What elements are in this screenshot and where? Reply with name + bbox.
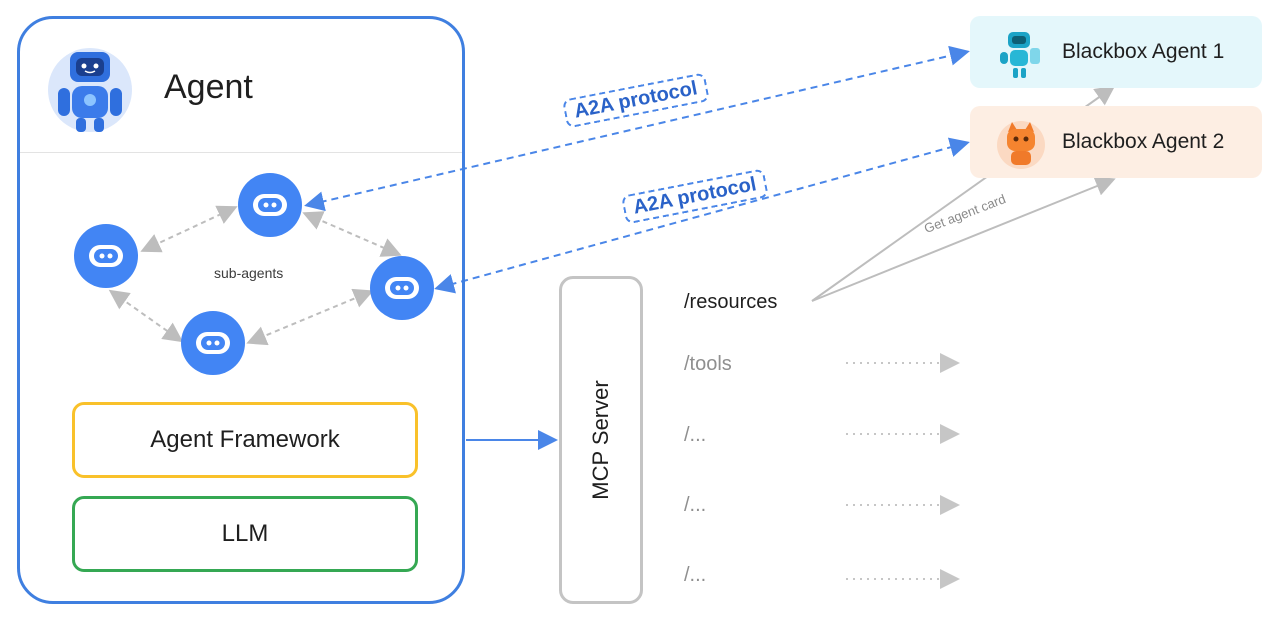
mcp-server-label: MCP Server	[588, 380, 613, 500]
blackbox-agent-2-label: Blackbox Agent 2	[1062, 130, 1225, 153]
route-tools: /tools	[684, 353, 732, 375]
route-other: /...	[684, 564, 707, 586]
subagent-left-robot-icon	[74, 224, 138, 288]
a2a-arrows	[304, 45, 970, 294]
blackbox-agent-1-label: Blackbox Agent 1	[1062, 40, 1225, 63]
subagent-icons	[74, 173, 434, 375]
agent-container	[17, 16, 465, 604]
route-arrows	[846, 353, 960, 589]
subagent-links	[108, 205, 402, 346]
route-other: /...	[684, 424, 707, 446]
llm-label: LLM	[221, 520, 269, 547]
blackbox-agent-1: Blackbox Agent 1	[970, 16, 1262, 88]
robot-icon	[48, 48, 132, 132]
route-resources: /resources	[684, 291, 778, 313]
blackbox-agent-2: Blackbox Agent 2	[970, 106, 1262, 178]
robot-icon	[994, 26, 1048, 80]
agent-framework-box: Agent Framework	[72, 402, 418, 478]
subagents-label: sub-agents	[214, 265, 284, 281]
subagent-top-robot-icon	[238, 173, 302, 237]
subagent-right-robot-icon	[370, 256, 434, 320]
agent-title: Agent	[164, 68, 253, 106]
llm-box: LLM	[72, 496, 418, 572]
agent-divider	[20, 152, 462, 153]
route-other: /...	[684, 494, 707, 516]
cat-robot-icon	[994, 116, 1048, 170]
subagent-bottom-robot-icon	[181, 311, 245, 375]
mcp-server-box	[559, 276, 643, 604]
agent-framework-label: Agent Framework	[150, 426, 340, 453]
